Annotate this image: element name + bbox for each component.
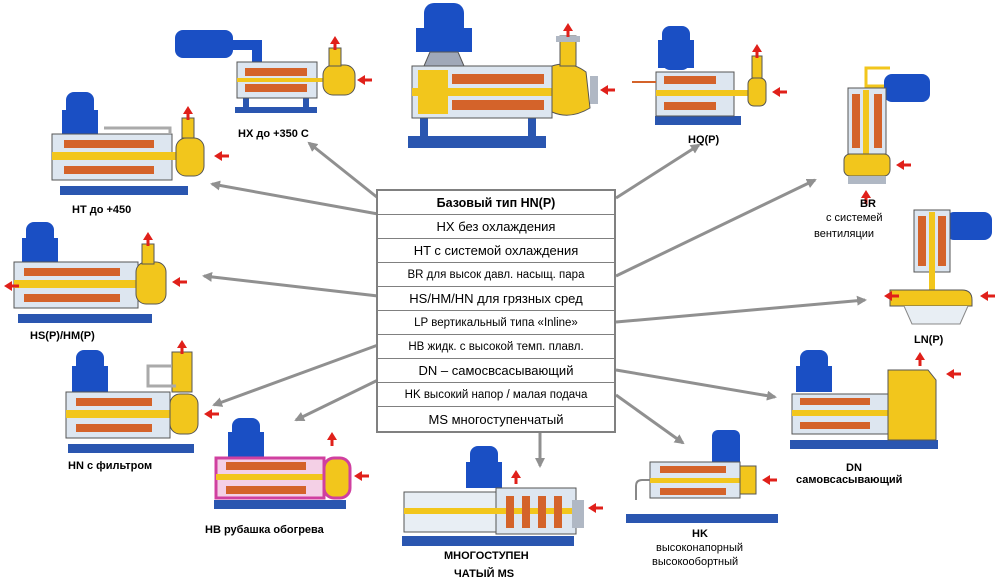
- type-row-hb: HB жидк. с высокой темп. плавл.: [378, 335, 614, 359]
- label-hk-sub2: высокообортный: [652, 556, 739, 568]
- type-row-lp: LP вертикальный типа «Inline»: [378, 311, 614, 335]
- pump-ln: [884, 209, 995, 325]
- type-row-dn: DN – самосвсасывающий: [378, 359, 614, 383]
- pump-dn: [790, 350, 961, 449]
- label-ht: HT до +450: [72, 204, 132, 216]
- label-br-sub1: с системей: [826, 212, 883, 224]
- type-row-hk: HK высокий напор / малая подача: [378, 383, 614, 407]
- type-row-hx: HX без охлаждения: [378, 215, 614, 239]
- pump-br: [843, 66, 930, 204]
- connector-arrows: [202, 141, 867, 468]
- label-br-sub2: вентиляции: [814, 228, 875, 240]
- pump-hx: [175, 30, 372, 113]
- label-hx: HX до +350 C: [238, 128, 309, 140]
- label-br-title: BR: [860, 198, 876, 210]
- label-hn: HN с фильтром: [68, 460, 153, 472]
- label-ms-1: МНОГОСТУПЕН: [444, 550, 529, 562]
- label-dn-title: DN: [846, 462, 862, 474]
- pump-main-top: [408, 3, 615, 148]
- type-row-ht: HT с системой охлаждения: [378, 239, 614, 263]
- label-dn-sub: самовсасывающий: [796, 474, 903, 486]
- pump-hn-filter: [65, 340, 219, 453]
- type-row-br: BR для высок давл. насыщ. пара: [378, 263, 614, 287]
- pump-ht: [51, 92, 229, 195]
- label-ms-2: ЧАТЫЙ MS: [454, 568, 515, 580]
- label-hk-sub1: высоконапорный: [656, 542, 744, 554]
- pump-hs: [4, 222, 187, 323]
- type-row-ms: MS многоступенчатый: [428, 411, 564, 427]
- label-hb: HB рубашка обогрева: [205, 524, 324, 536]
- pump-ms: [402, 446, 603, 546]
- pump-hq: [632, 26, 787, 125]
- pump-hk: [626, 430, 778, 523]
- pump-hb: [214, 418, 369, 509]
- label-hs: HS(P)/HM(P): [30, 330, 95, 342]
- label-ln: LN(P): [914, 334, 944, 346]
- base-type-title: Базовый тип HN(P): [378, 191, 614, 215]
- label-hq: HQ(P): [688, 134, 720, 146]
- base-type-table: Базовый тип HN(P) HX без охлаждения HT с…: [376, 189, 616, 433]
- type-row-hs: HS/HM/HN для грязных сред: [378, 287, 614, 311]
- label-hk-title: HK: [692, 528, 708, 540]
